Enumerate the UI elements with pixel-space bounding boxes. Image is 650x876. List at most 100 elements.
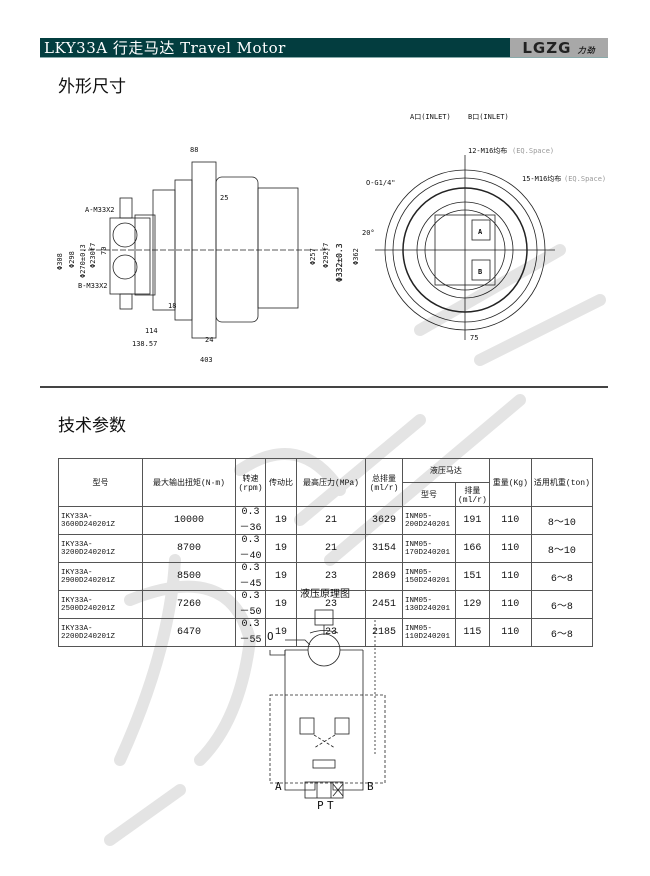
- th-hm-disp: 排量(ml/r): [455, 482, 490, 507]
- label-a-inlet: A口(INLET): [410, 113, 451, 121]
- dim-25: 25: [220, 194, 228, 202]
- cell-ratio: 19: [265, 506, 297, 535]
- th-disp-unit: (ml/r): [369, 483, 399, 493]
- dim-phi332: Φ332±0.3: [335, 243, 344, 282]
- th-speed: 转速(rpm): [235, 458, 266, 507]
- cell-torque: 10000: [142, 506, 236, 535]
- cell-disp: 3629: [365, 506, 403, 535]
- dim-18: 18: [168, 302, 176, 310]
- th-model: 型号: [58, 458, 143, 507]
- cell-torque: 8700: [142, 534, 236, 563]
- dim-phi298: Φ298: [68, 251, 76, 268]
- th-speed-unit: (rpm): [238, 483, 263, 493]
- cell-torque: 8500: [142, 562, 236, 591]
- header-bar: LKY33A 行走马达 Travel Motor LGZG 力劲: [40, 38, 608, 58]
- label-15-bolts: 15-M16均布: [522, 174, 561, 183]
- cell-machine: 6～8: [530, 590, 594, 619]
- section-divider: [40, 386, 608, 388]
- cell-disp: 3154: [365, 534, 403, 563]
- brand-logo: LGZG 力劲: [510, 38, 608, 57]
- th-hm-model: 型号: [402, 482, 456, 507]
- label-b-port: B-M33X2: [78, 282, 108, 290]
- logo-text: LGZG: [522, 39, 572, 57]
- dim-114: 114: [145, 327, 158, 335]
- th-pressure: 最高压力(MPa): [296, 458, 366, 507]
- label-angle: 20°: [362, 229, 375, 237]
- cell-torque: 7260: [142, 590, 236, 619]
- cell-torque: 6470: [142, 618, 236, 647]
- dim-75: 75: [470, 334, 478, 342]
- front-view-drawing: A口(INLET) B口(INLET) 12-M16均布 (EQ.Space) …: [352, 113, 606, 342]
- port-b: B: [367, 780, 374, 793]
- dim-138-57: 138.57: [132, 340, 157, 348]
- dim-phi362: Φ362: [352, 248, 360, 265]
- port-a: A: [275, 780, 282, 793]
- cell-hm-disp: 191: [455, 506, 490, 535]
- hydraulic-title: 液压原理图: [300, 589, 350, 600]
- cell-model: IKY33A-3200D240201Z: [58, 534, 143, 563]
- label-12-bolts: 12-M16均布: [468, 146, 507, 155]
- label-eq-space: (EQ.Space): [564, 175, 606, 183]
- cell-hm-disp: 166: [455, 534, 490, 563]
- dim-phi270: Φ270±0.3: [79, 244, 87, 278]
- th-speed-label: 转速: [242, 474, 259, 484]
- cell-model: IKY33A-2900D240201Z: [58, 562, 143, 591]
- cell-weight: 110: [488, 534, 532, 563]
- logo-sub: 力劲: [577, 46, 596, 55]
- dim-24: 24: [205, 336, 213, 344]
- th-weight: 重量(Kg): [488, 458, 532, 507]
- cell-ratio: 19: [265, 534, 297, 563]
- th-disp-label: 总排量: [372, 474, 396, 484]
- side-view-drawing: 88 25 A-M33X2 B-M33X2 18 114 24 138.57 4…: [56, 146, 344, 364]
- cell-disp: 2869: [365, 562, 403, 591]
- hydraulic-diagram: O A B P T: [267, 609, 386, 810]
- th-ratio: 传动比: [265, 458, 297, 507]
- cell-hm-model: INM05-110D240201: [402, 618, 456, 647]
- cell-disp: 2185: [365, 618, 403, 647]
- cell-hm-disp: 129: [455, 590, 490, 619]
- port-t: T: [327, 799, 334, 810]
- dim-403: 403: [200, 356, 213, 364]
- cell-machine: 6～8: [530, 618, 594, 647]
- cell-model: IKY33A-2200D240201Z: [58, 618, 143, 647]
- cell-hm-model: INM05-170D240201: [402, 534, 456, 563]
- cell-speed: 0.3－40: [235, 534, 266, 563]
- label-o-port: O-G1/4": [366, 179, 396, 187]
- port-o: O: [267, 630, 274, 643]
- cell-pressure: 21: [296, 506, 366, 535]
- th-displacement: 总排量(ml/r): [365, 458, 403, 507]
- dim-phi292: Φ292f7: [322, 243, 330, 268]
- cell-weight: 110: [488, 506, 532, 535]
- dim-phi257: Φ257: [309, 248, 317, 265]
- specs-heading: 技术参数: [58, 416, 126, 436]
- cell-machine: 8～10: [530, 506, 594, 535]
- dim-70: 70: [100, 247, 108, 255]
- cell-pressure: 21: [296, 534, 366, 563]
- cell-disp: 2451: [365, 590, 403, 619]
- port-p: P: [317, 799, 324, 810]
- label-a-port: A-M33X2: [85, 206, 115, 214]
- dim-phi230: Φ230f7: [89, 243, 97, 268]
- cell-model: IKY33A-3600D240201Z: [58, 506, 143, 535]
- dim-phi308: Φ308: [56, 253, 64, 270]
- cell-hm-model: INM05-200D240201: [402, 506, 456, 535]
- label-eq-space: (EQ.Space): [512, 147, 554, 155]
- page-title: LKY33A 行走马达 Travel Motor: [44, 39, 286, 57]
- port-mark-b: B: [478, 268, 482, 276]
- cell-machine: 8～10: [530, 534, 594, 563]
- cell-weight: 110: [488, 618, 532, 647]
- cell-hm-disp: 151: [455, 562, 490, 591]
- th-hyd-motor: 液压马达: [402, 458, 490, 483]
- dimensions-heading: 外形尺寸: [58, 77, 126, 97]
- label-b-inlet: B口(INLET): [468, 113, 509, 121]
- cell-ratio: 19: [265, 618, 297, 647]
- th-torque: 最大输出扭矩(N·m): [142, 458, 236, 507]
- port-mark-a: A: [478, 228, 483, 236]
- cell-hm-disp: 115: [455, 618, 490, 647]
- spec-table: 型号 最大输出扭矩(N·m) 转速(rpm) 传动比 最高压力(MPa) 总排量…: [58, 458, 594, 647]
- cell-weight: 110: [488, 590, 532, 619]
